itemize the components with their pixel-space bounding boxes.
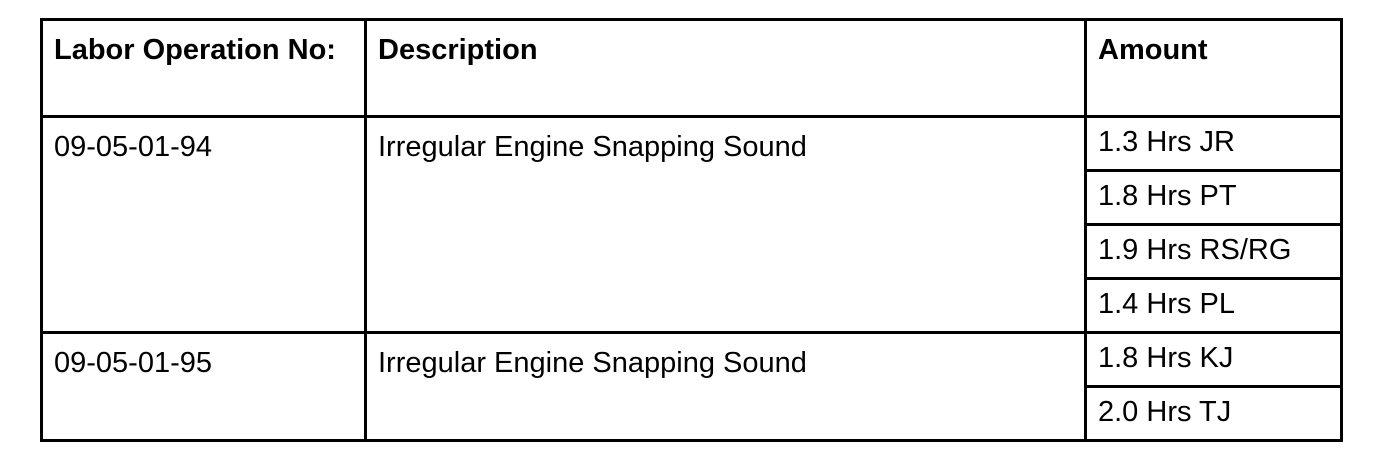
- labor-operation-cell: 09-05-01-94: [40, 115, 367, 334]
- labor-operation-cell: 09-05-01-95: [40, 331, 367, 442]
- table-row: 2.0 Hrs TJ: [42, 385, 1343, 442]
- table-row: 1.4 Hrs PL: [42, 277, 1343, 334]
- header-row: Labor Operation No: Description Amount: [40, 18, 1343, 118]
- description-cell: Irregular Engine Snapping Sound: [364, 331, 1087, 442]
- table-row: 1.9 Hrs RS/RG: [42, 223, 1343, 280]
- amount-cell: 1.9 Hrs RS/RG: [1084, 223, 1343, 280]
- table-row: 1.8 Hrs PT: [42, 169, 1343, 226]
- amount-cell: 2.0 Hrs TJ: [1084, 385, 1343, 442]
- amount-cell: 1.8 Hrs PT: [1084, 169, 1343, 226]
- amount-cell: 1.3 Hrs JR: [1084, 115, 1343, 172]
- table-row: 09-05-01-95 Irregular Engine Snapping So…: [40, 331, 1343, 442]
- header-description: Description: [364, 18, 1087, 118]
- amount-cell: 1.4 Hrs PL: [1084, 277, 1343, 334]
- header-amount: Amount: [1084, 18, 1343, 118]
- labor-operations-table: Labor Operation No: Description Amount 0…: [40, 18, 1343, 442]
- table-row: 09-05-01-94 Irregular Engine Snapping So…: [40, 115, 1343, 334]
- amount-cell: 1.8 Hrs KJ: [1084, 331, 1343, 388]
- header-labor-operation: Labor Operation No:: [40, 18, 367, 118]
- description-cell: Irregular Engine Snapping Sound: [364, 115, 1087, 334]
